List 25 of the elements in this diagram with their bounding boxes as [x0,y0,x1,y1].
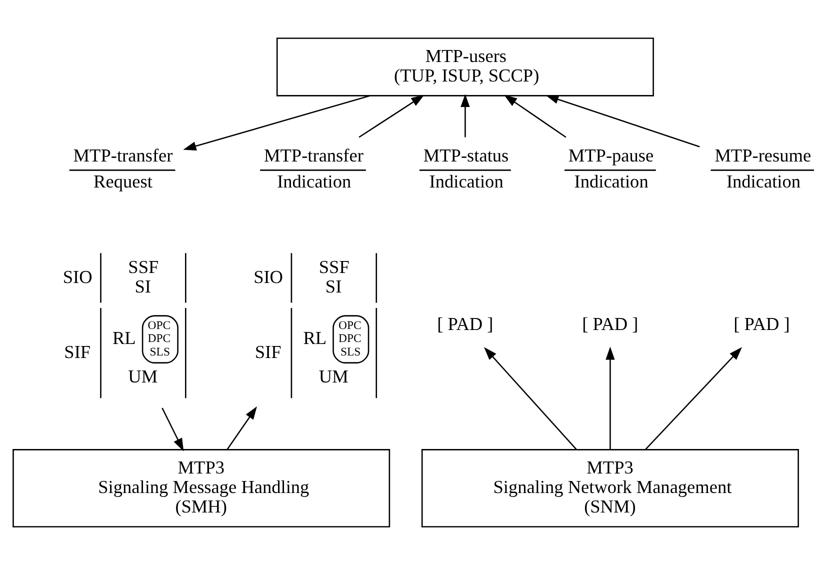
arrow [645,346,742,450]
arrow [546,94,700,147]
node-label: SIF [64,341,91,362]
node-text: MTP-transfer Indication [264,144,364,191]
node-box: MTP3 Signaling Message Handling (SMH) [12,448,390,527]
node-label: SIO [62,266,92,286]
arrow [358,94,424,138]
arrow [226,406,257,450]
arrow [484,346,577,450]
node-label: SIF [254,341,282,362]
node-text: [ PAD ] [582,313,638,334]
node-text: [ PAD ] [734,313,790,334]
node-box: MTP-users (TUP, ISUP, SCCP) [276,37,654,96]
node-text: [ PAD ] [437,313,494,334]
arrow [504,94,566,138]
arrow [606,346,615,449]
node-label: SIO [254,266,284,286]
arrow [460,93,470,137]
arrow [183,94,370,150]
node-text: MTP-resume Indication [714,144,812,191]
node-box: MTP3 Signaling Network Management (SNM) [421,448,799,527]
arrow [162,407,184,451]
node-text: MTP-pause Indication [568,144,654,191]
node-text: MTP-transfer Request [73,144,173,191]
node-text: MTP-status Indication [423,144,509,191]
